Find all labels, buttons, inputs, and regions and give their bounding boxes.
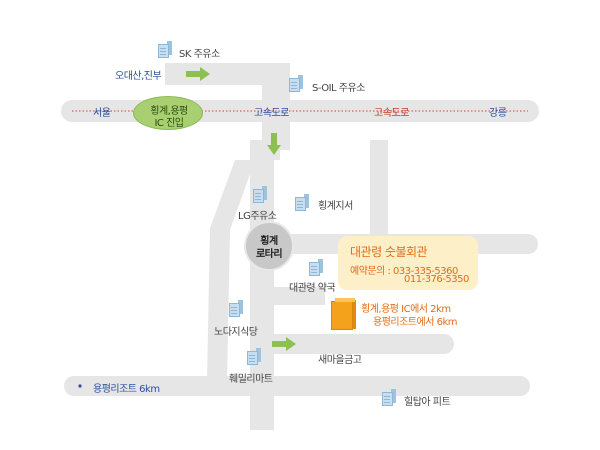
distance-note-1: 횡계,용평 IC에서 2km <box>361 304 451 315</box>
road-end-rotary-east <box>518 234 538 254</box>
building-icon <box>158 41 172 58</box>
yongpyong-road <box>72 376 522 396</box>
label-pharmacy: 대관령 약국 <box>289 283 336 294</box>
restaurant-callout: 대관령 숫불회관 예약문의 : 033-335-5360 011-376-535… <box>338 236 478 290</box>
label-lg: LG주유소 <box>238 211 277 222</box>
label-seoul: 서울 <box>93 108 111 119</box>
road-end-bank <box>434 334 454 354</box>
label-yongpyong: 용평리조트 6km <box>93 384 160 395</box>
arrow-south <box>267 133 281 155</box>
label-hilltop: 힐탑아 피트 <box>404 397 451 408</box>
interchange-oval: 횡계,용평 IC 진입 <box>133 96 203 130</box>
interchange-label-1: 횡계,용평 <box>150 106 188 117</box>
building-icon <box>253 186 267 203</box>
west-branch-road <box>207 160 255 380</box>
label-soil: S-OIL 주유소 <box>312 83 365 94</box>
distance-note-2: 용평리조트에서 6km <box>373 317 457 328</box>
arrow-east-top <box>186 67 210 81</box>
arrow-east-bank <box>272 337 296 351</box>
yongpyong-dot <box>78 384 82 388</box>
building-icon <box>382 389 396 406</box>
label-highway-2: 고속도로 <box>374 108 409 119</box>
road-end-east <box>510 376 530 396</box>
bank-street-road <box>270 334 445 354</box>
label-highway-1: 고속도로 <box>254 108 289 119</box>
label-branch: 횡계지서 <box>318 201 353 212</box>
rotary-label-2: 로타리 <box>255 249 283 260</box>
building-icon <box>295 194 309 211</box>
building-icon <box>229 300 243 317</box>
callout-name: 대관령 숫불회관 <box>350 245 428 259</box>
rotary-label-1: 횡계 <box>260 236 278 247</box>
label-restaurant: 노다지식당 <box>214 327 258 338</box>
pharmacy-east-road <box>270 287 325 305</box>
rotary-circle: 횡계 로타리 <box>244 221 294 271</box>
east-side-road <box>370 140 388 240</box>
label-sk: SK 주유소 <box>179 49 220 60</box>
label-bank: 새마을금고 <box>318 355 362 366</box>
destination-building-icon <box>331 298 357 330</box>
building-icon <box>309 259 323 276</box>
odaesan-road <box>165 63 285 85</box>
callout-phone-2: 011-376-5350 <box>404 274 469 285</box>
building-icon <box>247 348 261 365</box>
interchange-label-2: IC 진입 <box>154 118 184 129</box>
label-mart: 훼밀리마트 <box>229 374 273 385</box>
label-odaesan: 오대산,진부 <box>115 71 162 82</box>
callout-phone-1: 예약문의 : 033-335-5360 <box>350 266 458 277</box>
building-icon <box>289 75 303 92</box>
label-gangneung: 강릉 <box>489 108 507 119</box>
road-end-yongpyong <box>64 376 84 396</box>
